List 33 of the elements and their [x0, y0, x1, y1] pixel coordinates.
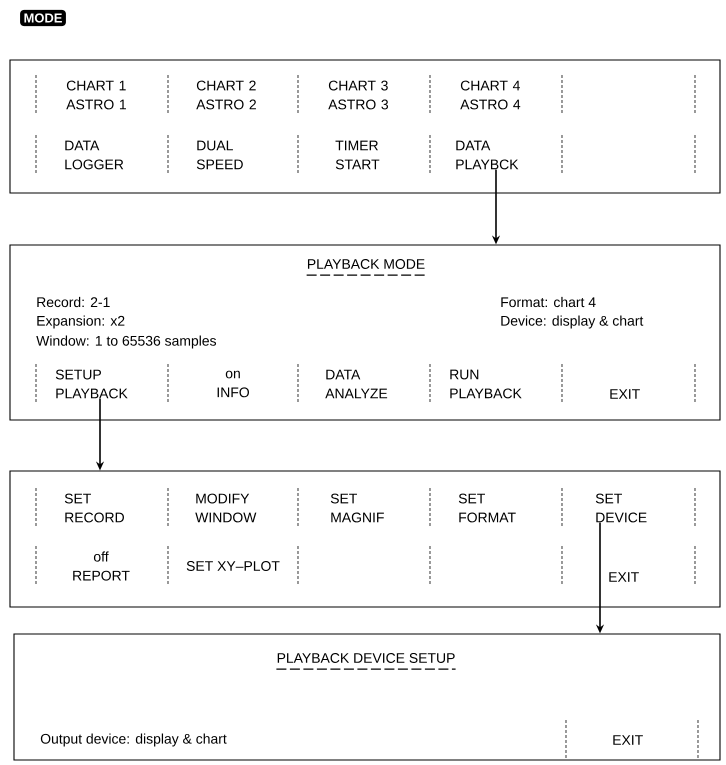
- soft-key-label: RUN PLAYBACK: [450, 370, 522, 398]
- soft-key-label: MODIFY WINDOW: [195, 494, 256, 522]
- screen-title: PLAYBACK DEVICE SETUP: [278, 653, 455, 663]
- soft-key-label: SET MAGNIF: [330, 494, 384, 522]
- soft-key-label: SET DEVICE: [596, 494, 647, 522]
- soft-key-label: SET FORMAT: [458, 494, 516, 522]
- soft-key-label: DATA PLAYBCK: [456, 140, 518, 170]
- status-text: Output device: display & chart: [40, 734, 227, 746]
- screen-panel: [9, 59, 721, 194]
- soft-key-label: EXIT: [609, 572, 639, 582]
- soft-key-label: TIMER START: [336, 140, 380, 170]
- soft-key-label: CHART 1 ASTRO 1: [66, 80, 126, 110]
- soft-key-label: EXIT: [610, 389, 640, 399]
- soft-key-label: DATA ANALYZE: [325, 370, 388, 398]
- status-text: Window: 1 to 65536 samples: [36, 336, 216, 348]
- screen-panel: [9, 470, 721, 608]
- soft-key-label: SET XY–PLOT: [186, 561, 280, 571]
- soft-key-label: CHART 4 ASTRO 4: [460, 80, 520, 110]
- status-text: Format: chart 4: [501, 296, 596, 308]
- soft-key-label: EXIT: [613, 735, 643, 745]
- status-text: Expansion: x2: [37, 316, 124, 328]
- soft-key-label: DATA LOGGER: [65, 140, 124, 170]
- soft-key-label: on INFO: [218, 370, 249, 398]
- soft-key-label: SET RECORD: [64, 494, 124, 522]
- screen-title: PLAYBACK MODE: [308, 259, 425, 269]
- soft-key-label: SETUP PLAYBACK: [56, 370, 128, 398]
- soft-key-label: CHART 3 ASTRO 3: [328, 80, 388, 110]
- mode-key: MODE: [20, 10, 66, 26]
- soft-key-label: CHART 2 ASTRO 2: [196, 80, 256, 110]
- status-text: Record: 2-1: [37, 296, 110, 308]
- soft-key-label: off REPORT: [73, 551, 130, 581]
- status-text: Device: display & chart: [501, 316, 644, 328]
- soft-key-label: DUAL SPEED: [196, 140, 243, 170]
